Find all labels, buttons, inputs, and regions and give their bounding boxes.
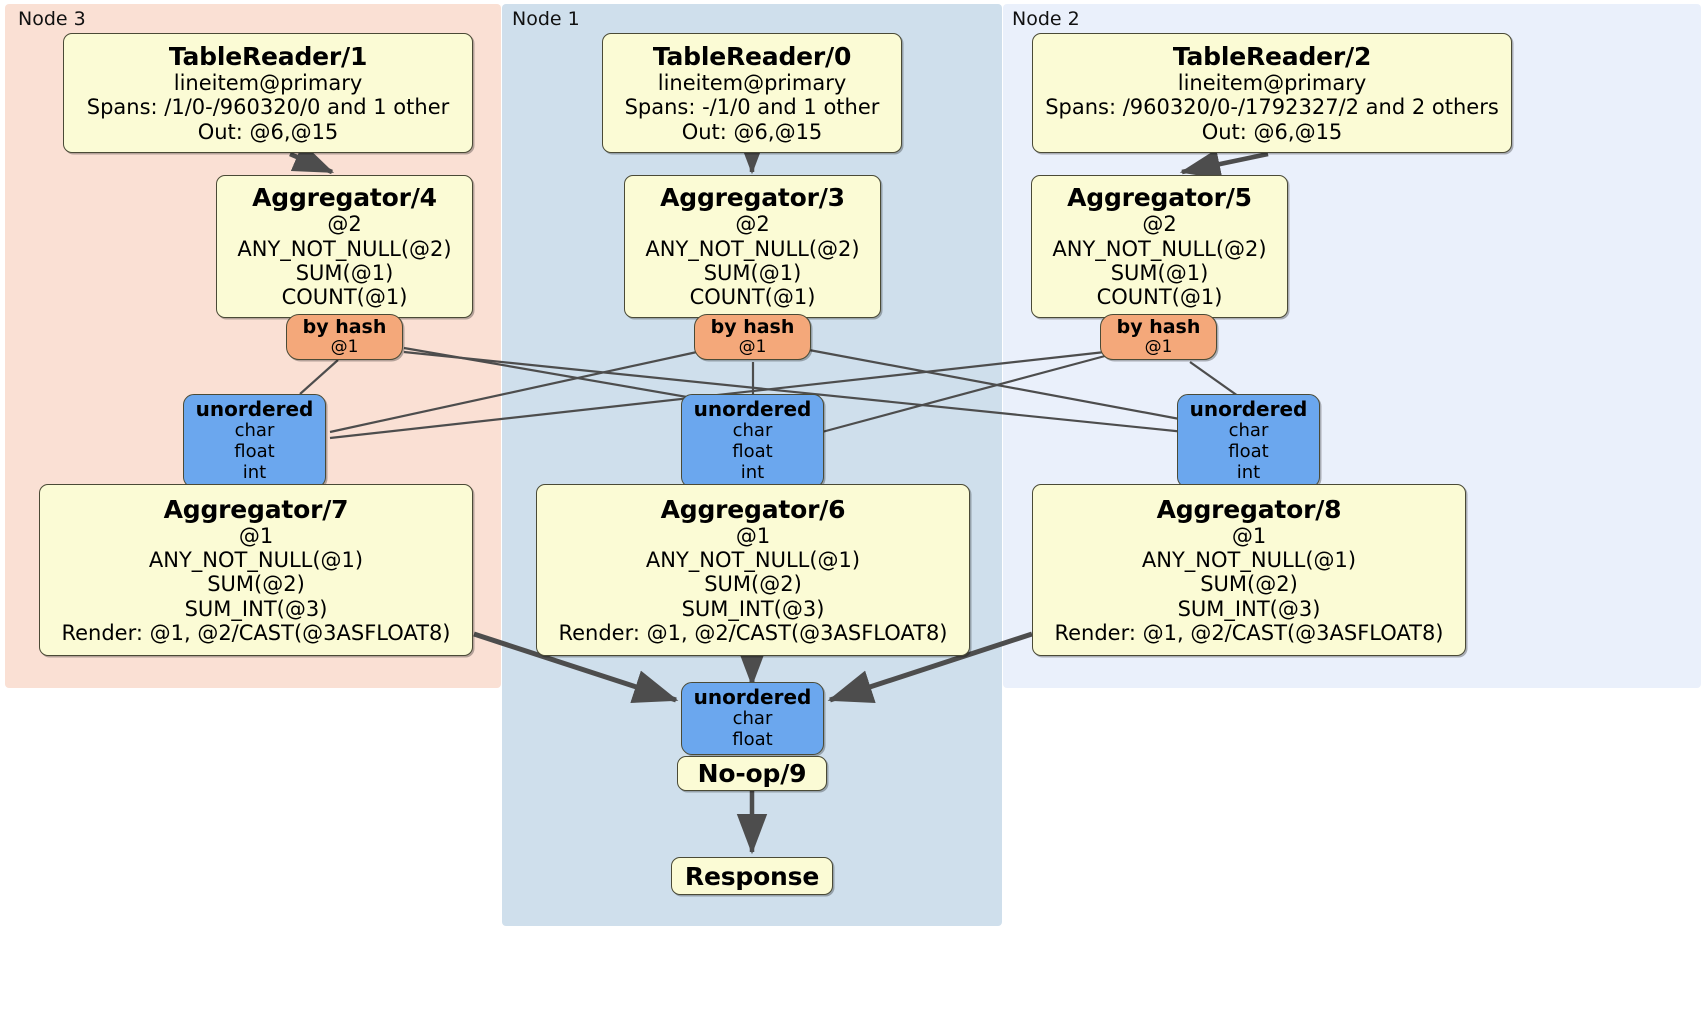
- node-detail-line: SUM_INT(@3): [681, 596, 825, 621]
- router-by-hash-node-3[interactable]: by hash @1: [286, 314, 403, 360]
- node-title: unordered: [1189, 397, 1308, 422]
- node-detail-line: Spans: -/1/0 and 1 other: [624, 95, 880, 120]
- node-detail-line: char: [732, 708, 773, 730]
- processor-noop-9[interactable]: No-op/9: [677, 756, 827, 791]
- node-detail-line: ANY_NOT_NULL(@2): [237, 236, 452, 261]
- node-detail-line: SUM(@1): [703, 261, 802, 285]
- node-detail-line: SUM(@1): [1110, 261, 1209, 285]
- stream-unordered-node-3[interactable]: unordered char float int: [183, 394, 326, 488]
- node-detail-line: Spans: /1/0-/960320/0 and 1 other: [86, 95, 450, 120]
- node-title: TableReader/1: [168, 41, 368, 71]
- node-detail-line: ANY_NOT_NULL(@1): [645, 547, 861, 572]
- node-title: No-op/9: [697, 759, 807, 788]
- node-detail-line: lineitem@primary: [173, 70, 363, 95]
- region-label-node-3: Node 3: [18, 8, 86, 30]
- node-detail-line: @1: [1231, 523, 1267, 548]
- node-detail-line: Render: @1, @2/CAST(@3ASFLOAT8): [61, 621, 451, 646]
- node-detail-line: float: [1228, 441, 1269, 463]
- node-title: Response: [684, 861, 820, 891]
- node-detail-line: int: [740, 462, 765, 484]
- processor-tablereader-0[interactable]: TableReader/0 lineitem@primary Spans: -/…: [602, 33, 902, 153]
- node-detail-line: @1: [330, 337, 359, 358]
- node-detail-line: ANY_NOT_NULL(@2): [645, 236, 860, 261]
- stream-unordered-final[interactable]: unordered char float: [681, 682, 824, 755]
- node-detail-line: @2: [1142, 212, 1177, 237]
- node-detail-line: @2: [327, 212, 362, 237]
- node-title: TableReader/2: [1172, 41, 1372, 71]
- node-detail-line: Spans: /960320/0-/1792327/2 and 2 others: [1045, 95, 1499, 120]
- processor-aggregator-6[interactable]: Aggregator/6 @1 ANY_NOT_NULL(@1) SUM(@2)…: [536, 484, 970, 656]
- node-detail-line: Out: @6,@15: [1201, 119, 1343, 144]
- node-title: Aggregator/6: [660, 494, 846, 524]
- node-detail-line: SUM(@2): [207, 572, 305, 597]
- node-detail-line: COUNT(@1): [281, 285, 408, 310]
- node-title: by hash: [1116, 316, 1201, 339]
- node-detail-line: Render: @1, @2/CAST(@3ASFLOAT8): [1054, 621, 1444, 646]
- processor-aggregator-7[interactable]: Aggregator/7 @1 ANY_NOT_NULL(@1) SUM(@2)…: [39, 484, 473, 656]
- processor-aggregator-3[interactable]: Aggregator/3 @2 ANY_NOT_NULL(@2) SUM(@1)…: [624, 175, 881, 318]
- processor-response[interactable]: Response: [671, 857, 833, 895]
- node-title: unordered: [693, 397, 812, 422]
- router-by-hash-node-2[interactable]: by hash @1: [1100, 314, 1217, 360]
- node-detail-line: int: [242, 462, 267, 484]
- node-detail-line: SUM_INT(@3): [1177, 596, 1321, 621]
- node-detail-line: SUM(@1): [295, 261, 394, 285]
- node-detail-line: float: [732, 441, 773, 463]
- region-label-node-1: Node 1: [512, 8, 580, 30]
- node-title: Aggregator/8: [1156, 494, 1342, 524]
- node-detail-line: @1: [735, 523, 771, 548]
- node-title: unordered: [195, 397, 314, 422]
- router-by-hash-node-1[interactable]: by hash @1: [694, 314, 811, 360]
- processor-aggregator-4[interactable]: Aggregator/4 @2 ANY_NOT_NULL(@2) SUM(@1)…: [216, 175, 473, 318]
- node-detail-line: int: [1236, 462, 1261, 484]
- node-detail-line: ANY_NOT_NULL(@2): [1052, 236, 1267, 261]
- node-detail-line: @1: [238, 523, 274, 548]
- node-detail-line: lineitem@primary: [1177, 70, 1367, 95]
- node-detail-line: float: [732, 729, 773, 751]
- node-detail-line: ANY_NOT_NULL(@1): [1141, 547, 1357, 572]
- node-detail-line: char: [732, 420, 773, 442]
- stream-unordered-node-1[interactable]: unordered char float int: [681, 394, 824, 488]
- node-detail-line: @1: [738, 337, 767, 358]
- node-title: Aggregator/3: [660, 183, 845, 213]
- node-title: unordered: [693, 685, 812, 710]
- node-title: Aggregator/7: [163, 494, 349, 524]
- node-detail-line: @1: [1144, 337, 1173, 358]
- node-detail-line: SUM(@2): [704, 572, 802, 597]
- node-detail-line: @2: [735, 212, 770, 237]
- node-detail-line: SUM_INT(@3): [184, 596, 328, 621]
- node-title: by hash: [710, 316, 795, 339]
- node-detail-line: float: [234, 441, 275, 463]
- node-detail-line: COUNT(@1): [1096, 285, 1223, 310]
- node-title: Aggregator/5: [1067, 183, 1252, 213]
- processor-tablereader-1[interactable]: TableReader/1 lineitem@primary Spans: /1…: [63, 33, 473, 153]
- stream-unordered-node-2[interactable]: unordered char float int: [1177, 394, 1320, 488]
- node-detail-line: Render: @1, @2/CAST(@3ASFLOAT8): [558, 621, 948, 646]
- node-title: by hash: [302, 316, 387, 339]
- processor-aggregator-5[interactable]: Aggregator/5 @2 ANY_NOT_NULL(@2) SUM(@1)…: [1031, 175, 1288, 318]
- node-detail-line: Out: @6,@15: [681, 119, 823, 144]
- processor-aggregator-8[interactable]: Aggregator/8 @1 ANY_NOT_NULL(@1) SUM(@2)…: [1032, 484, 1466, 656]
- node-detail-line: Out: @6,@15: [197, 119, 339, 144]
- node-detail-line: COUNT(@1): [689, 285, 816, 310]
- processor-tablereader-2[interactable]: TableReader/2 lineitem@primary Spans: /9…: [1032, 33, 1512, 153]
- node-detail-line: char: [234, 420, 275, 442]
- node-detail-line: char: [1228, 420, 1269, 442]
- node-detail-line: SUM(@2): [1200, 572, 1298, 597]
- node-title: Aggregator/4: [252, 183, 437, 213]
- node-detail-line: lineitem@primary: [657, 70, 847, 95]
- node-detail-line: ANY_NOT_NULL(@1): [148, 547, 364, 572]
- node-title: TableReader/0: [652, 41, 852, 71]
- region-label-node-2: Node 2: [1012, 8, 1080, 30]
